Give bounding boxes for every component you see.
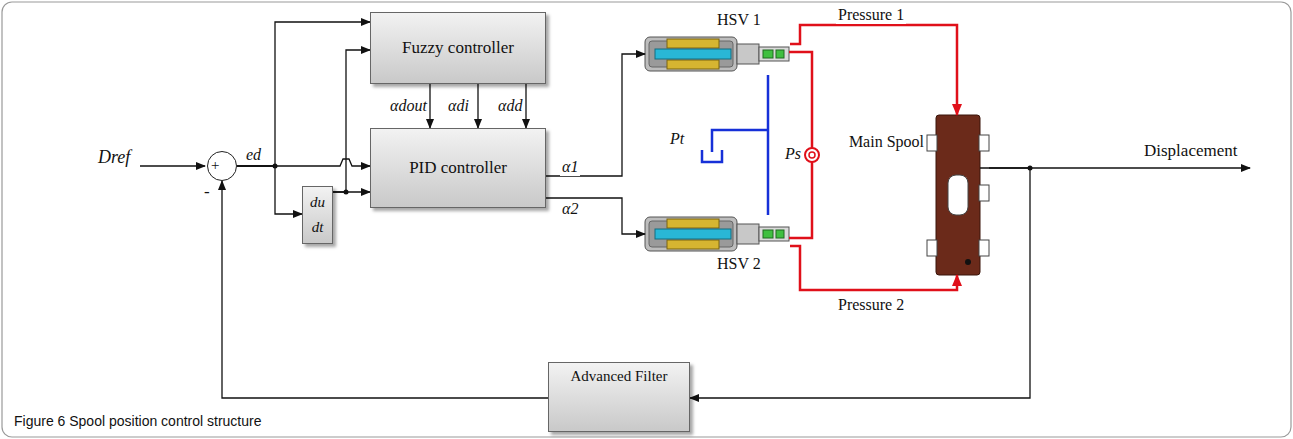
signal-line [429, 84, 430, 128]
signal-label: Displacement [1142, 142, 1239, 161]
edge-label: αdd [496, 97, 524, 115]
node-label: du dt [308, 190, 328, 241]
controller-box: PID controller [370, 128, 546, 208]
servo-valve: HSV 1 [645, 35, 790, 73]
signal-line [237, 22, 370, 166]
edge-label: Pressure 1 [836, 6, 906, 24]
signal-line [546, 54, 645, 176]
signal-line [546, 198, 645, 234]
signal-line [690, 168, 1030, 398]
node-label: - [204, 182, 210, 202]
edge-label: Pressure 2 [836, 296, 906, 314]
node-label: + [211, 157, 219, 174]
signal-label: Pt [668, 130, 686, 148]
signal-line [333, 50, 370, 192]
node-label: HSV 2 [717, 255, 761, 273]
signal-label: Ps [783, 145, 803, 163]
pressure-line [790, 25, 957, 115]
derivative-box: du dt [302, 186, 333, 244]
signal-line [525, 84, 526, 128]
pressure-line [790, 246, 957, 290]
signal-line [237, 166, 302, 214]
figure-caption: Figure 6 Spool position control structur… [12, 414, 263, 429]
node-label: PID controller [409, 158, 507, 178]
servo-valve: HSV 2 [645, 215, 790, 253]
node-label: Advanced Filter [570, 368, 667, 385]
edge-label: ed [244, 146, 263, 164]
edge-label: αdout [388, 97, 429, 115]
edge-label: α2 [560, 200, 580, 218]
controller-box: Fuzzy controller [370, 12, 546, 84]
summing-junction: +- [207, 151, 237, 181]
main-spool: Main Spool [936, 115, 980, 275]
edge-label: αdi [446, 97, 471, 115]
edge-label: α1 [560, 158, 580, 176]
node-label: Main Spool [849, 133, 924, 151]
filter-box: Advanced Filter [548, 362, 690, 432]
signal-label: Dref [96, 148, 132, 168]
signal-line [477, 84, 478, 128]
node-label: HSV 1 [717, 11, 761, 29]
signal-line [222, 181, 548, 398]
node-label: Fuzzy controller [402, 38, 514, 58]
